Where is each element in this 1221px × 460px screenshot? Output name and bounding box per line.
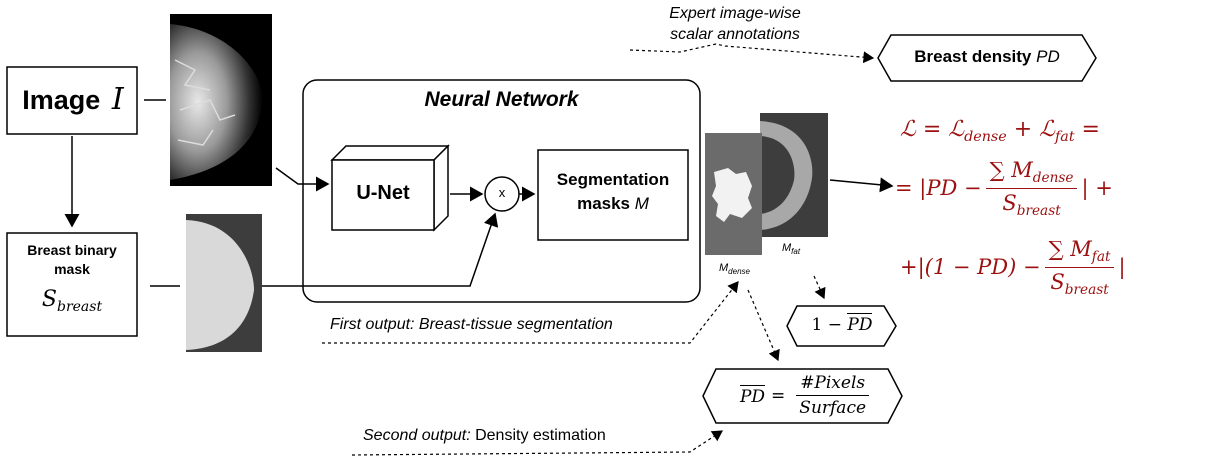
mask-symbol: Sbreast: [9, 287, 135, 315]
seg-line1: Segmentation: [556, 170, 670, 189]
mask-title-line2: mask: [54, 261, 90, 277]
loss-line2-num-sub: dense: [1032, 169, 1074, 186]
masks-to-loss-arrow: [829, 177, 894, 193]
pd-equation-hexagon: [702, 368, 903, 424]
unet-label: U-Net: [356, 182, 410, 204]
one-minus-pd-label: 1 − PD: [790, 313, 894, 335]
pd-equation: PD = #Pixels Surface: [722, 373, 892, 418]
loss-line3-end: |: [1118, 255, 1126, 280]
loss-line3-num-sub: fat: [1091, 248, 1111, 265]
loss-line2-fraction: ∑ Mdense Sbreast: [985, 158, 1078, 219]
segmentation-box: [537, 149, 689, 241]
image-label-text: Image: [22, 85, 101, 115]
unet-box-top: [330, 145, 450, 161]
expert-annotation-text: Expert image-wise scalar annotations: [630, 3, 840, 45]
image-label: Image I: [14, 82, 132, 117]
loss-line1-a: ℒ = ℒ: [900, 117, 965, 142]
loss-line2: = |PD − ∑ Mdense Sbreast | +: [895, 158, 1113, 219]
loss-line1-sub2: fat: [1055, 129, 1075, 145]
mammogram-to-unet-arrow: [275, 167, 330, 192]
breast-density-symbol: PD: [1036, 47, 1060, 66]
loss-line3: +|(1 − PD) − ∑ Mfat Sbreast |: [900, 237, 1126, 298]
multiply-label: x: [498, 185, 506, 200]
loss-line1-b: + ℒ: [1006, 117, 1055, 142]
loss-line3-den-sub: breast: [1064, 281, 1109, 298]
expert-to-hexagon-arrow: [629, 43, 875, 64]
mask-box-title: Breast binary mask: [9, 241, 135, 279]
unet-box-side: [433, 144, 449, 232]
loss-line2-start: = |PD −: [895, 176, 982, 201]
loss-line1-sub1: dense: [964, 129, 1007, 145]
pd-equation-den: Surface: [799, 398, 867, 418]
loss-line3-num: ∑ M: [1048, 237, 1092, 261]
loss-line2-den: S: [1002, 190, 1017, 215]
second-output-arrow: [351, 430, 724, 456]
one-minus-text: 1 −: [811, 315, 848, 335]
fat-mask-label-sub: fat: [791, 247, 801, 256]
loss-line1-end: =: [1074, 117, 1100, 142]
second-output-plain: Density estimation: [470, 427, 606, 444]
loss-line3-num-wrap: ∑ Mfat: [1044, 237, 1115, 268]
first-output-text: First output: Breast-tissue segmentation: [330, 316, 613, 333]
loss-line2-num: ∑ M: [989, 158, 1033, 182]
loss-line2-num-wrap: ∑ Mdense: [985, 158, 1078, 189]
expert-line2: scalar annotations: [670, 26, 800, 43]
network-title: Neural Network: [424, 88, 579, 111]
mask-symbol-sub: breast: [56, 299, 103, 315]
second-output-italic: Second output:: [363, 427, 471, 444]
loss-line2-den-wrap: Sbreast: [998, 189, 1064, 219]
second-output-text: Second output: Density estimation: [363, 427, 606, 445]
dense-mask-label-sub: dense: [728, 267, 750, 276]
fat-to-one-minus-arrow: [813, 275, 826, 300]
one-minus-pd-hat: PD: [847, 313, 873, 335]
mask-symbol-main: S: [41, 287, 57, 312]
breast-density-hexagon: [877, 34, 1097, 82]
one-minus-pd-hexagon: [786, 305, 897, 347]
seg-line2: masks: [577, 194, 631, 213]
mammogram-breast-shape: [170, 24, 263, 180]
dense-mask-shape: [712, 168, 752, 222]
seg-symbol: M: [634, 194, 649, 213]
unet-box-front: [331, 159, 435, 231]
fat-mask-label-main: M: [782, 242, 792, 254]
mammogram-texture: [174, 59, 236, 146]
expert-line1: Expert image-wise: [669, 5, 801, 22]
mask-title-line1: Breast binary: [27, 242, 117, 258]
loss-line2-end: | +: [1081, 176, 1113, 201]
binary-mask-shape: [186, 220, 254, 350]
breast-density-label: Breast density PD: [880, 47, 1094, 67]
loss-line1: ℒ = ℒdense + ℒfat =: [900, 117, 1100, 145]
breast-density-text: Breast density: [914, 47, 1032, 66]
pd-equation-fraction: #Pixels Surface: [795, 373, 870, 418]
dense-mask-label: Mdense: [719, 262, 750, 276]
image-symbol: I: [111, 82, 124, 117]
pd-equation-lhs: PD: [739, 384, 766, 407]
loss-line2-den-sub: breast: [1016, 202, 1061, 219]
mask-box: [6, 232, 138, 337]
loss-line3-fraction: ∑ Mfat Sbreast: [1044, 237, 1115, 298]
first-output-arrow: [322, 281, 739, 344]
mask-to-multiply-arrow: [262, 212, 499, 287]
dense-to-pd-arrow: [747, 289, 780, 362]
neural-network-box: [302, 79, 701, 303]
segmentation-label: Segmentation masks M: [538, 168, 688, 216]
loss-line3-den: S: [1050, 269, 1065, 294]
loss-line3-start: +|(1 − PD) −: [900, 255, 1041, 280]
dense-mask-label-main: M: [719, 262, 729, 274]
fat-mask-inner: [760, 136, 795, 214]
loss-line3-den-wrap: Sbreast: [1046, 268, 1112, 298]
pd-equation-num: #Pixels: [796, 373, 870, 396]
image-box: [6, 66, 138, 135]
fat-mask-label: Mfat: [782, 242, 800, 256]
